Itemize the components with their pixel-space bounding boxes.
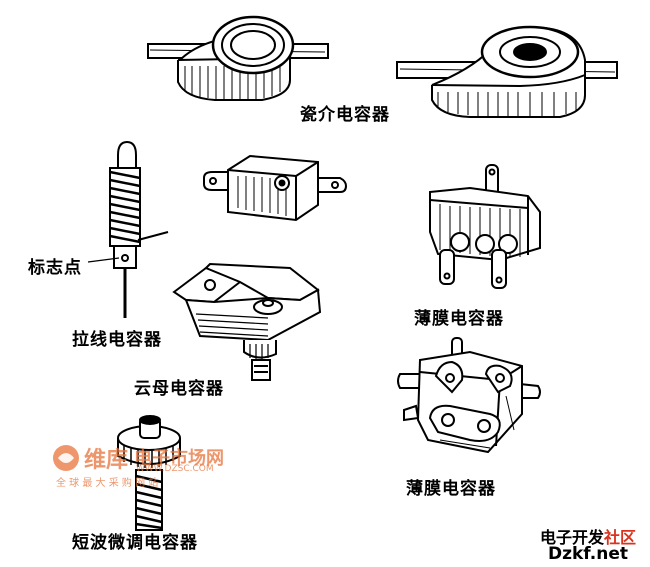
film-capacitor-bottom-drawing xyxy=(397,337,541,454)
watermark-corner-text-b: 社区 xyxy=(604,528,637,547)
ceramic-capacitor-left-drawing xyxy=(147,15,329,101)
label-film-capacitor-bottom: 薄膜电容器 xyxy=(406,479,496,499)
wire-wound-capacitor-drawing xyxy=(87,140,169,318)
watermark-corner-line2: Dzkf.net xyxy=(548,544,628,564)
ceramic-capacitor-right-drawing xyxy=(396,25,618,118)
watermark-market: 电子市场网 xyxy=(134,448,224,469)
watermark-corner-line1: 电子开发社区 xyxy=(540,524,636,548)
watermark-corner-text-a: 电子开发 xyxy=(540,528,605,547)
watermark-url: WWW.DZSC.COM xyxy=(136,464,214,474)
shortwave-trimmer-drawing xyxy=(117,415,181,531)
label-film-capacitor-top: 薄膜电容器 xyxy=(414,309,504,329)
label-mica-capacitor: 云母电容器 xyxy=(134,379,224,399)
film-capacitor-top-drawing xyxy=(429,164,541,289)
label-wire-wound-capacitor: 拉线电容器 xyxy=(72,330,162,350)
mica-capacitor-large-drawing xyxy=(172,262,322,381)
label-ceramic-capacitor: 瓷介电容器 xyxy=(300,105,390,125)
watermark-brand: 维库 xyxy=(84,448,129,473)
label-marker-point: 标志点 xyxy=(28,258,82,278)
label-shortwave-trimmer-capacitor: 短波微调电容器 xyxy=(72,533,198,553)
watermark-logo-icon xyxy=(53,445,79,471)
watermark-slogan: 全 球 最 大 采 购 网 站 xyxy=(56,478,159,489)
mica-capacitor-small-drawing xyxy=(203,154,348,222)
